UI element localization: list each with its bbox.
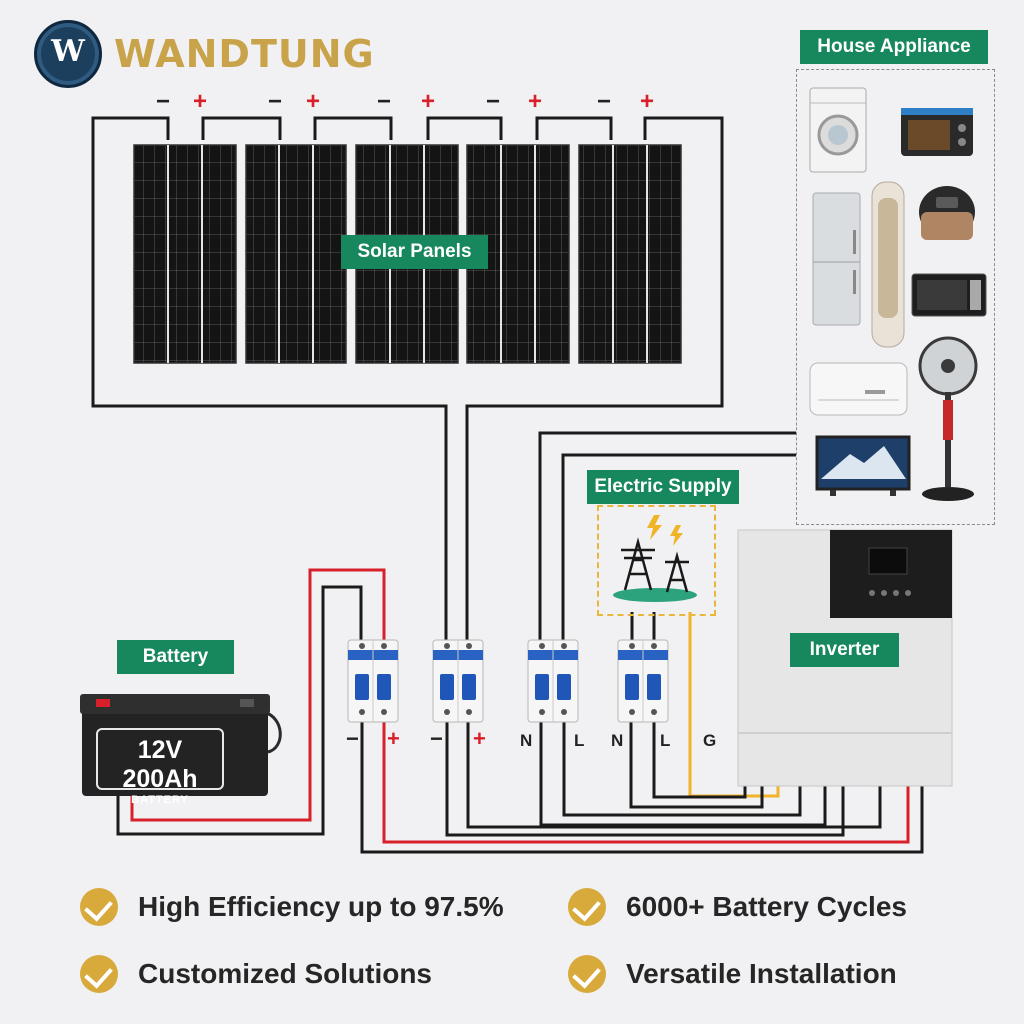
solar-panel xyxy=(245,144,347,364)
terminal-label: + xyxy=(473,726,486,751)
breaker-bank xyxy=(347,639,669,723)
refrigerator-icon xyxy=(812,192,861,326)
terminal-label: − xyxy=(346,726,359,751)
check-icon xyxy=(568,955,606,993)
terminal-label: L xyxy=(574,731,585,750)
feature-item: Versatile Installation xyxy=(568,955,897,993)
panel-wiring xyxy=(91,116,724,640)
washing-machine-icon xyxy=(809,87,867,173)
feature-item: Customized Solutions xyxy=(80,955,432,993)
split-air-conditioner-icon xyxy=(809,362,908,416)
battery-unit xyxy=(80,694,282,796)
microwave-icon xyxy=(911,273,987,317)
battery-rating: 12V 200Ah xyxy=(122,736,198,793)
label-solar-panels: Solar Panels xyxy=(341,235,488,269)
terminal-label: L xyxy=(660,731,671,750)
label-electric-supply: Electric Supply xyxy=(587,470,739,504)
rice-cooker-icon xyxy=(919,186,975,240)
terminal-label: N xyxy=(520,731,533,750)
panel-plus-marker: + xyxy=(306,88,321,115)
power-tower-icon xyxy=(613,515,697,602)
television-icon xyxy=(815,435,911,496)
check-icon xyxy=(80,955,118,993)
feature-text: 6000+ Battery Cycles xyxy=(626,891,907,922)
breaker-battery xyxy=(347,639,399,723)
panel-plus-marker: + xyxy=(528,88,543,115)
appliance-panel xyxy=(796,69,995,525)
brand-mark: W xyxy=(34,20,102,88)
feature-text: High Efficiency up to 97.5% xyxy=(138,891,504,922)
panel-plus-marker: + xyxy=(193,88,208,115)
label-inverter: Inverter xyxy=(790,633,899,667)
toaster-oven-icon xyxy=(901,108,973,156)
inverter-unit xyxy=(737,529,953,787)
battery-rating-label: 12V 200Ah BATTERY xyxy=(96,728,224,806)
breaker-solar xyxy=(432,639,484,723)
breaker-output xyxy=(527,639,579,723)
appliance-wiring xyxy=(538,431,796,640)
battery-wiring xyxy=(116,568,386,836)
label-battery: Battery xyxy=(117,640,234,674)
panel-plus-marker: + xyxy=(421,88,436,115)
brand-logo: W WANDTUNG xyxy=(34,20,375,88)
feature-text: Versatile Installation xyxy=(626,958,897,989)
panel-minus-marker: − xyxy=(597,88,612,115)
feature-item: 6000+ Battery Cycles xyxy=(568,888,907,926)
terminal-label: − xyxy=(430,726,443,751)
check-icon xyxy=(568,888,606,926)
breaker-grid xyxy=(617,639,669,723)
terminal-label: G xyxy=(703,731,717,750)
brand-name: WANDTUNG xyxy=(114,32,375,76)
panel-plus-marker: + xyxy=(640,88,655,115)
standing-fan-icon xyxy=(918,336,978,501)
label-house-appliance: House Appliance xyxy=(800,30,988,64)
battery-caption: BATTERY xyxy=(131,794,189,806)
solar-panel-array xyxy=(133,144,682,364)
panel-minus-marker: − xyxy=(268,88,283,115)
terminal-label: + xyxy=(387,726,400,751)
electric-supply-frame xyxy=(597,505,716,616)
terminal-label: N xyxy=(611,731,624,750)
feature-text: Customized Solutions xyxy=(138,958,432,989)
solar-panel xyxy=(133,144,237,364)
check-icon xyxy=(80,888,118,926)
inverter-bus-wiring xyxy=(360,720,924,854)
tower-air-conditioner-icon xyxy=(871,181,905,348)
panel-minus-marker: − xyxy=(377,88,392,115)
solar-panel xyxy=(578,144,682,364)
feature-item: High Efficiency up to 97.5% xyxy=(80,888,504,926)
panel-minus-marker: − xyxy=(156,88,171,115)
panel-minus-marker: − xyxy=(486,88,501,115)
